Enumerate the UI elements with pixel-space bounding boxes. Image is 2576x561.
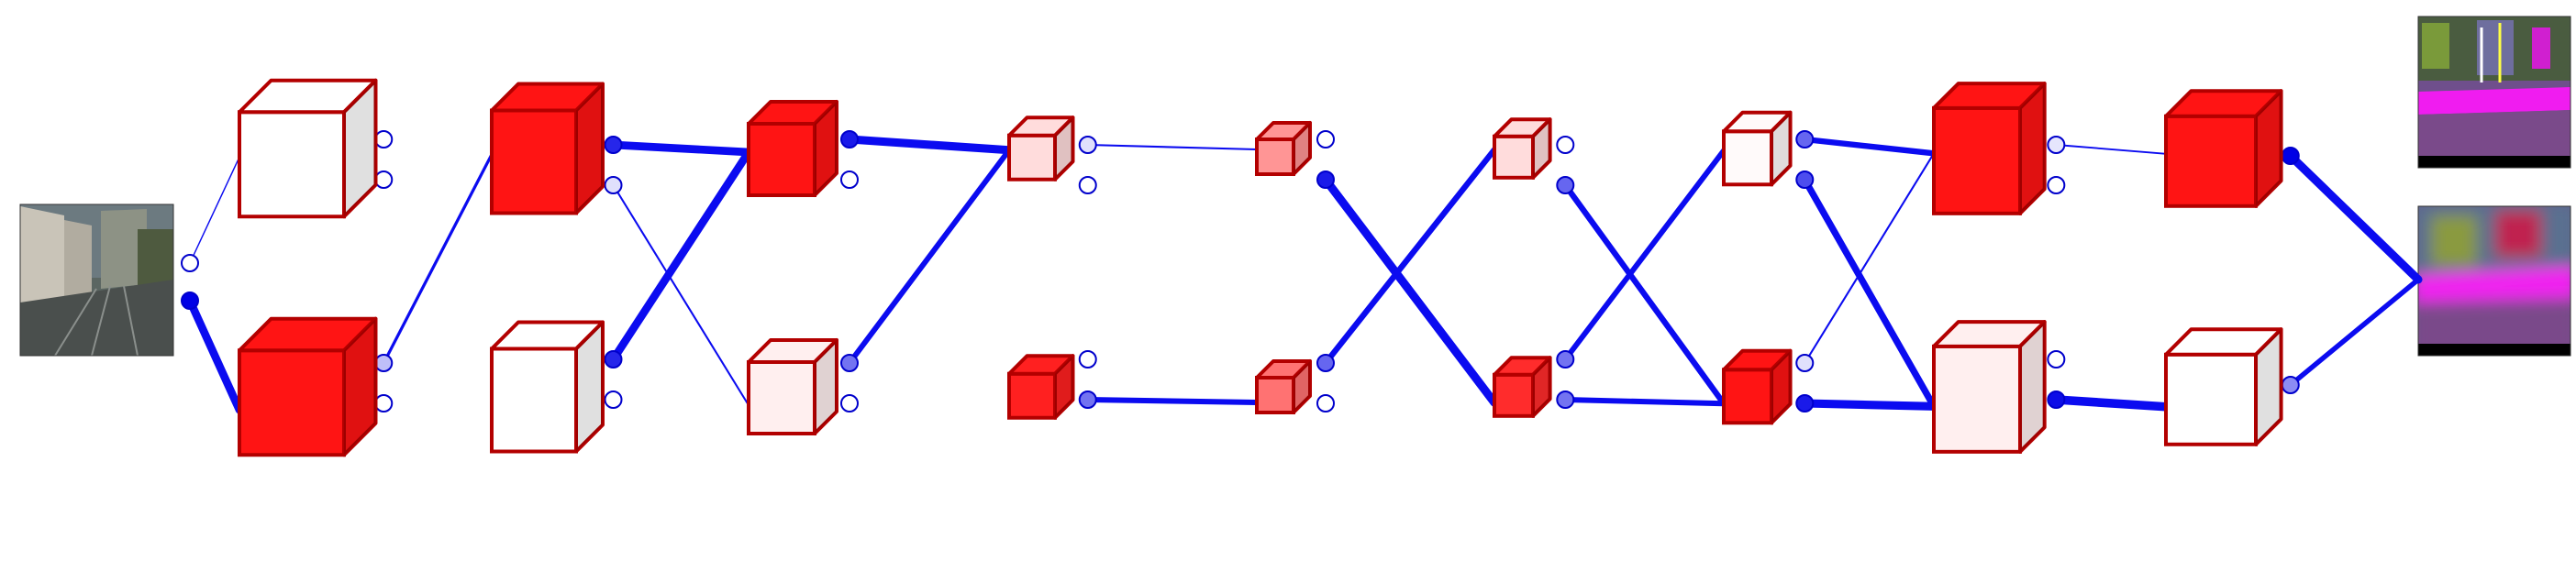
edge-7-bottom-to-top [1804,152,1936,365]
node-3-top-a [840,130,859,148]
connection-edges [185,135,2423,414]
block-top-3 [747,100,838,197]
node-5-top-a [1316,130,1335,148]
node-1-top-a [374,130,394,148]
edge-2-top-to-top [609,140,753,157]
edge-6-bottom-to-top [1562,148,1727,362]
node-2-bottom-b [604,390,623,409]
node-1-bottom-b [374,394,394,412]
block-top-7 [1722,110,1793,187]
block-top-1 [238,78,378,219]
edge-input-top [189,156,240,264]
feature-blocks [238,78,2283,457]
node-1-top-b [374,170,394,189]
edge-5-bottom-to-top [1322,147,1498,367]
input-street-image [19,204,174,357]
block-bottom-5 [1255,359,1312,414]
connection-nodes [181,130,2300,412]
edge-output-bottom [2288,277,2421,388]
node-2-top-b [604,176,623,194]
edge-3-bottom-to-top [847,147,1012,366]
block-bottom-3 [747,338,838,435]
edge-input-bottom [185,296,244,414]
edge-2-top-to-bottom [612,183,750,407]
node-3-bottom-a [840,354,859,372]
edge-output-top [2286,151,2423,284]
edge-2-bottom-to-top [609,148,753,364]
node-8-bottom-a [2047,350,2066,368]
edge-8-bottom-to-bottom [2051,395,2171,412]
node-5-top-b [1316,170,1335,189]
node-6-top-b [1556,176,1575,194]
node-1-bottom-a [374,354,394,372]
node-5-bottom-b [1316,394,1335,412]
edge-4-top-to-top [1086,143,1259,151]
block-bottom-6 [1493,356,1552,418]
node-4-bottom-a [1078,350,1097,368]
block-bottom-2 [490,320,605,454]
block-top-9 [2164,89,2283,208]
output-segmentation-image-sharp [2417,16,2571,169]
node-3-bottom-b [840,394,859,412]
edge-6-top-to-bottom [1562,182,1727,407]
edge-4-bottom-to-bottom [1084,397,1260,405]
block-top-4 [1007,116,1075,182]
node-7-top-b [1795,170,1815,189]
edge-7-top-to-bottom [1801,176,1938,410]
input-node-top [181,254,199,272]
node-4-bottom-b [1078,390,1097,409]
node-8-top-b [2047,176,2066,194]
node-5-bottom-a [1316,354,1335,372]
node-4-top-b [1078,176,1097,194]
edge-6-bottom-to-bottom [1562,397,1727,407]
node-7-top-a [1795,130,1815,148]
block-top-6 [1493,117,1552,180]
block-bottom-7 [1722,348,1793,425]
output-node-bottom [2281,376,2300,394]
output-node-top [2281,147,2300,165]
edge-7-bottom-to-bottom [1800,399,1938,411]
node-6-top-a [1556,136,1575,154]
block-top-2 [490,82,605,215]
edge-1-bottom-to-top [382,152,494,365]
node-6-bottom-b [1556,390,1575,409]
node-7-bottom-a [1795,354,1815,372]
node-8-top-a [2047,136,2066,154]
block-bottom-8 [1932,320,2047,454]
node-8-bottom-b [2047,390,2066,409]
node-3-top-b [840,170,859,189]
edge-3-top-to-top [845,135,1014,155]
block-bottom-4 [1007,354,1075,420]
edge-7-top-to-top [1802,136,1938,157]
block-bottom-9 [2164,327,2283,446]
node-6-bottom-a [1556,350,1575,368]
node-2-bottom-a [604,350,623,368]
block-top-5 [1255,121,1312,176]
block-top-8 [1932,82,2047,215]
node-7-bottom-b [1795,394,1815,412]
edge-5-top-to-bottom [1321,175,1499,407]
node-4-top-a [1078,136,1097,154]
input-node-bottom [181,292,199,310]
node-2-top-a [604,136,623,154]
edge-8-top-to-top [2055,144,2167,155]
block-bottom-1 [238,316,378,457]
output-segmentation-image-blurry [2417,205,2571,357]
